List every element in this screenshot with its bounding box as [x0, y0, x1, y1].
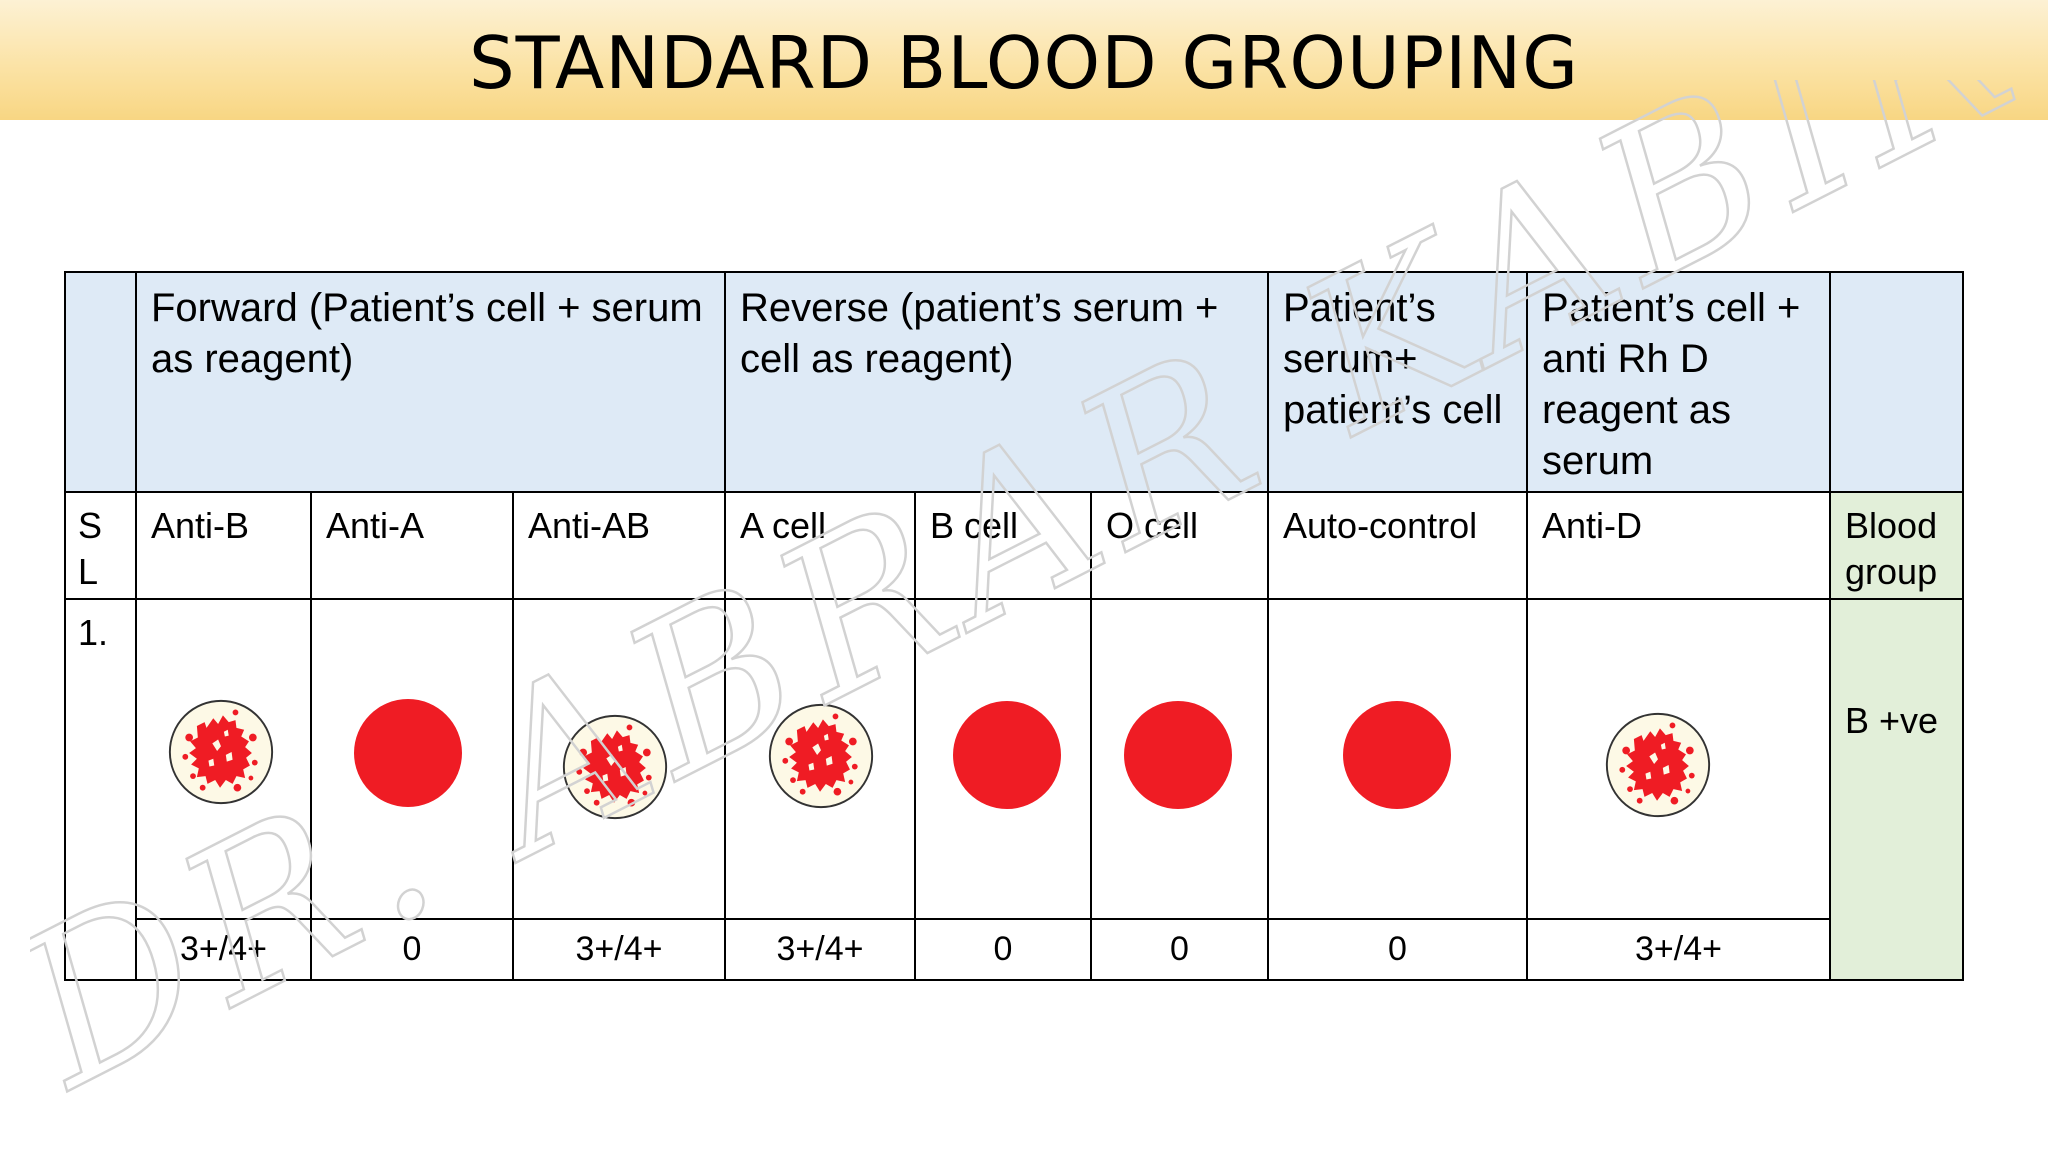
blood-group-result: B +ve [1829, 598, 1965, 981]
reaction-cell-anti-d [1526, 598, 1832, 920]
reaction-cell-anti-b [135, 598, 312, 920]
no-agglutination-icon [354, 699, 462, 807]
grade-auto-control: 0 [1267, 918, 1529, 981]
agglutinated-cells-icon [168, 699, 274, 805]
column-header-b-cell: B cell [914, 491, 1092, 600]
reaction-cell-auto-control [1267, 598, 1529, 920]
grade-anti-ab: 3+/4+ [512, 918, 726, 981]
blood-grouping-table: Forward (Patient’s cell + serum as reage… [64, 271, 1965, 981]
reaction-cell-b-cell [914, 598, 1092, 920]
no-agglutination-icon [953, 701, 1061, 809]
grade-anti-b: 3+/4+ [135, 918, 312, 981]
forward-header: Forward (Patient’s cell + serum as reage… [135, 271, 726, 493]
no-agglutination-icon [1343, 701, 1452, 809]
grade-anti-d: 3+/4+ [1526, 918, 1832, 981]
reaction-cell-o-cell [1089, 598, 1270, 920]
blood-group-column-header: Blood group [1829, 491, 1965, 600]
reaction-cell-a-cell [724, 598, 916, 920]
column-header-anti-b: Anti-B [135, 491, 312, 600]
column-header-o-cell: O cell [1089, 491, 1270, 600]
reverse-header: Reverse (patient’s serum + cell as reage… [723, 271, 1270, 493]
blank-header-cell-right [1829, 271, 1965, 493]
grade-anti-a: 0 [310, 918, 514, 981]
rh-header: Patient’s cell + anti Rh D reagent as se… [1526, 271, 1832, 493]
agglutinated-cells-icon [768, 703, 874, 809]
agglutinated-cells-icon [1605, 712, 1711, 818]
reaction-cell-anti-a [310, 598, 514, 920]
agglutinated-cells-icon [562, 714, 668, 820]
column-header-auto-control: Auto-control [1267, 491, 1529, 600]
grade-o-cell: 0 [1089, 918, 1270, 981]
blank-header-cell [64, 271, 137, 493]
sl-column-header: S L [64, 491, 137, 600]
grade-a-cell: 3+/4+ [724, 918, 916, 981]
column-header-anti-ab: Anti-AB [512, 491, 726, 600]
title-bar: STANDARD BLOOD GROUPING [0, 0, 2048, 120]
no-agglutination-icon [1124, 701, 1232, 809]
grade-b-cell: 0 [914, 918, 1092, 981]
column-header-anti-a: Anti-A [310, 491, 514, 600]
auto-control-header: Patient’s serum+ patient’s cell [1267, 271, 1529, 493]
reaction-cell-anti-ab [512, 598, 726, 920]
page-title: STANDARD BLOOD GROUPING [468, 21, 1580, 105]
column-header-a-cell: A cell [724, 491, 916, 600]
row-sl-number: 1. [64, 598, 137, 981]
column-header-anti-d: Anti-D [1526, 491, 1832, 600]
